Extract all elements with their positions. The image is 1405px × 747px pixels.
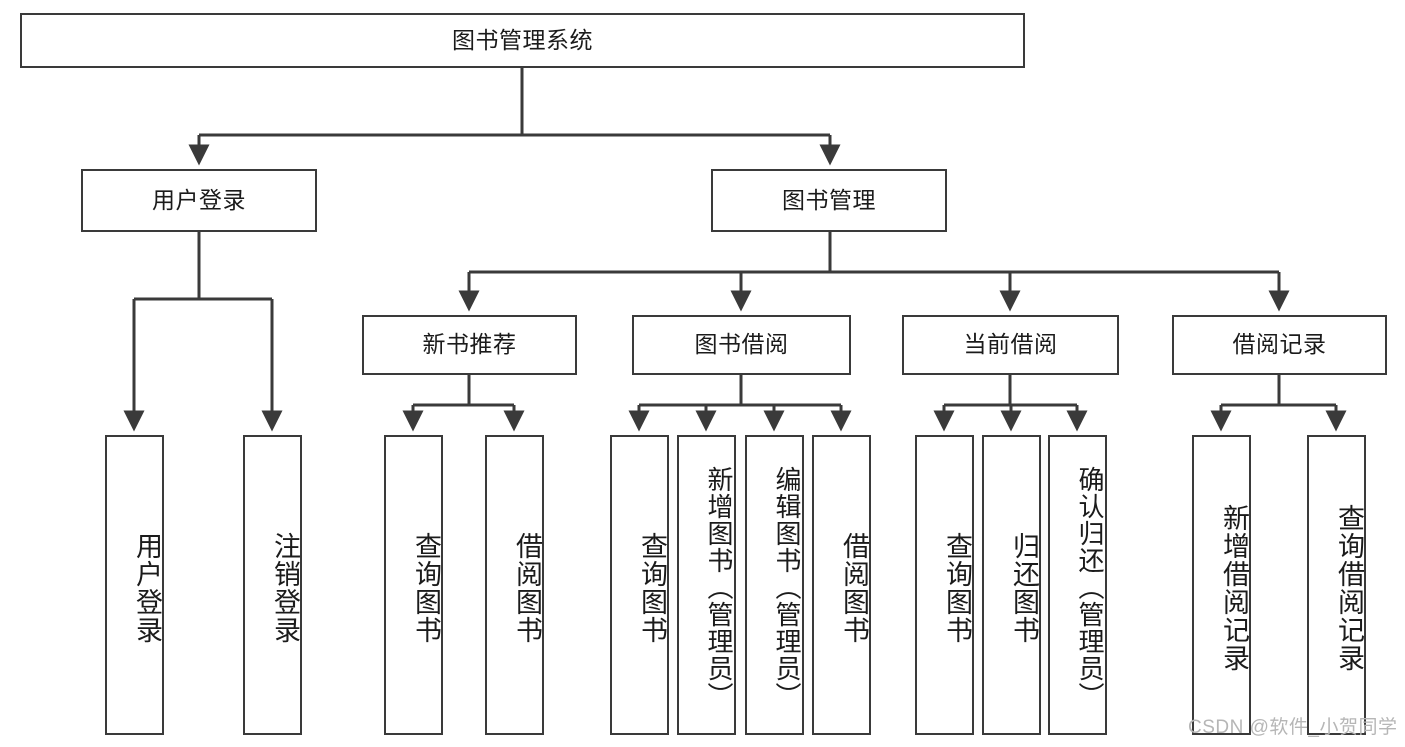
node-label: 新书推荐 <box>422 331 517 358</box>
leaf-new-book-query[interactable]: 查询图书 <box>384 435 443 735</box>
node-book-management-system[interactable]: 图书管理系统 <box>20 13 1025 68</box>
leaf-book-borrow-lend[interactable]: 借阅图书 <box>812 435 871 735</box>
node-label: 注销登录 <box>270 532 300 644</box>
node-borrow-record[interactable]: 借阅记录 <box>1172 315 1387 375</box>
node-label: 查询图书 <box>942 532 972 644</box>
node-label: 确认归还（管理员） <box>1075 465 1105 709</box>
node-label: 归还图书 <box>1009 532 1039 644</box>
leaf-current-borrow-return[interactable]: 归还图书 <box>982 435 1041 735</box>
leaf-book-borrow-edit[interactable]: 编辑图书（管理员） <box>745 435 804 735</box>
leaf-user-login-login[interactable]: 用户登录 <box>105 435 164 735</box>
node-book-management[interactable]: 图书管理 <box>711 169 947 232</box>
node-label: 借阅图书 <box>839 532 869 644</box>
leaf-book-borrow-query[interactable]: 查询图书 <box>610 435 669 735</box>
node-label: 用户登录 <box>152 186 246 213</box>
leaf-current-borrow-confirm-return[interactable]: 确认归还（管理员） <box>1048 435 1107 735</box>
csdn-watermark: CSDN @软件_小贺同学 <box>1188 717 1398 738</box>
node-label: 查询图书 <box>637 532 667 644</box>
leaf-user-login-logout[interactable]: 注销登录 <box>243 435 302 735</box>
leaf-borrow-record-query[interactable]: 查询借阅记录 <box>1307 435 1366 735</box>
node-label: 图书管理系统 <box>452 26 593 53</box>
node-user-login[interactable]: 用户登录 <box>81 169 317 232</box>
leaf-new-book-borrow[interactable]: 借阅图书 <box>485 435 544 735</box>
node-label: 图书借阅 <box>694 331 789 358</box>
node-label: 图书管理 <box>782 186 876 213</box>
leaf-current-borrow-query[interactable]: 查询图书 <box>915 435 974 735</box>
node-label: 当前借阅 <box>963 331 1058 358</box>
node-label: 新增借阅记录 <box>1219 504 1249 672</box>
node-label: 借阅记录 <box>1232 331 1327 358</box>
leaf-book-borrow-add[interactable]: 新增图书（管理员） <box>677 435 736 735</box>
node-label: 编辑图书（管理员） <box>772 465 802 709</box>
node-new-book-recommend[interactable]: 新书推荐 <box>362 315 577 375</box>
node-label: 查询借阅记录 <box>1334 504 1364 672</box>
node-label: 新增图书（管理员） <box>704 465 734 709</box>
node-current-borrow[interactable]: 当前借阅 <box>902 315 1119 375</box>
node-label: 用户登录 <box>132 532 162 644</box>
node-label: 查询图书 <box>411 532 441 644</box>
node-book-borrow[interactable]: 图书借阅 <box>632 315 851 375</box>
node-label: 借阅图书 <box>512 532 542 644</box>
leaf-borrow-record-add[interactable]: 新增借阅记录 <box>1192 435 1251 735</box>
